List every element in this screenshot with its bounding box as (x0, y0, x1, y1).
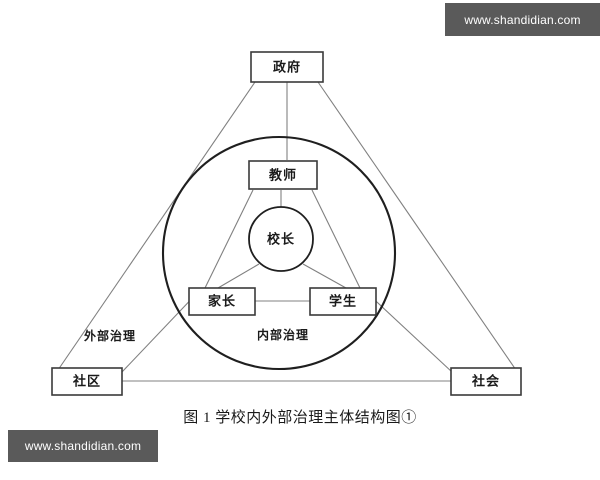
node-parent[interactable]: 家长 (188, 287, 256, 316)
internal-governance-label: 内部治理 (257, 327, 309, 342)
society-label: 社会 (471, 373, 500, 388)
node-society[interactable]: 社会 (450, 367, 522, 396)
watermark-top-right: www.shandidian.com (445, 3, 600, 36)
government-box-shape (250, 51, 324, 83)
student-box-shape (309, 287, 377, 316)
edge-principal-student (302, 263, 347, 289)
watermark-bottom-left: www.shandidian.com (8, 430, 158, 462)
community-label: 社区 (72, 373, 101, 388)
society-box-shape (450, 367, 522, 396)
community-box-shape (51, 367, 123, 396)
node-community[interactable]: 社区 (51, 367, 123, 396)
edge-government-society (317, 81, 517, 371)
external-triangle-edges (57, 81, 517, 382)
student-label: 学生 (329, 293, 357, 308)
external-governance-label: 外部治理 (84, 328, 136, 343)
principal-label: 校长 (267, 231, 295, 246)
edge-principal-parent (217, 263, 260, 289)
edge-community-parent (121, 289, 201, 373)
node-student[interactable]: 学生 (309, 287, 377, 316)
teacher-box-shape (248, 160, 318, 190)
edge-government-community (57, 81, 256, 371)
government-label: 政府 (273, 59, 301, 74)
internal-governance-circle (161, 135, 397, 371)
principal-circle-shape (248, 206, 314, 272)
teacher-label: 教师 (268, 167, 297, 182)
edge-society-student (363, 289, 453, 373)
parent-box-shape (188, 287, 256, 316)
internal-network-edges (204, 189, 361, 302)
external-internal-connector-edges (121, 82, 453, 373)
edge-teacher-parent (204, 189, 254, 289)
node-government[interactable]: 政府 (250, 51, 324, 83)
parent-label: 家长 (208, 293, 236, 308)
node-principal[interactable]: 校长 (248, 206, 314, 272)
node-teacher[interactable]: 教师 (248, 160, 318, 190)
figure-caption: 图 1 学校内外部治理主体结构图① (183, 410, 417, 426)
edge-teacher-student (311, 189, 361, 289)
